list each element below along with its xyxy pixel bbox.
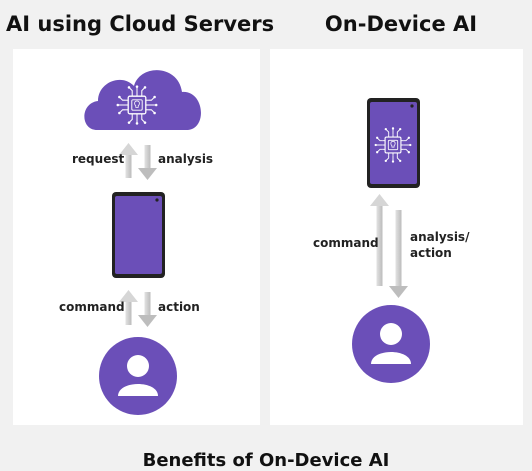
action-arrow bbox=[138, 292, 157, 327]
command-arrow bbox=[119, 290, 138, 325]
on-device-smartphone-icon bbox=[367, 98, 420, 188]
command-label: command bbox=[59, 300, 125, 314]
user-icon bbox=[99, 337, 177, 415]
on-device-command-label: command bbox=[313, 236, 379, 250]
benefits-heading: Benefits of On-Device AI bbox=[142, 450, 390, 471]
on-device-analysis-action-arrow bbox=[389, 210, 408, 298]
on-device-analysis-action-label: analysis/ action bbox=[410, 230, 470, 260]
request-label: request bbox=[72, 152, 125, 166]
on-device-command-arrow bbox=[370, 194, 389, 286]
analysis-label: analysis bbox=[158, 152, 214, 166]
on-device-user-icon bbox=[352, 305, 430, 383]
analysis-arrow bbox=[138, 145, 157, 180]
right-panel-title: On-Device AI bbox=[324, 12, 478, 36]
left-panel-title: AI using Cloud Servers bbox=[6, 12, 275, 36]
action-label: action bbox=[158, 300, 200, 314]
cloud-icon bbox=[84, 70, 201, 130]
request-arrow bbox=[119, 143, 138, 178]
smartphone-icon bbox=[112, 192, 165, 278]
